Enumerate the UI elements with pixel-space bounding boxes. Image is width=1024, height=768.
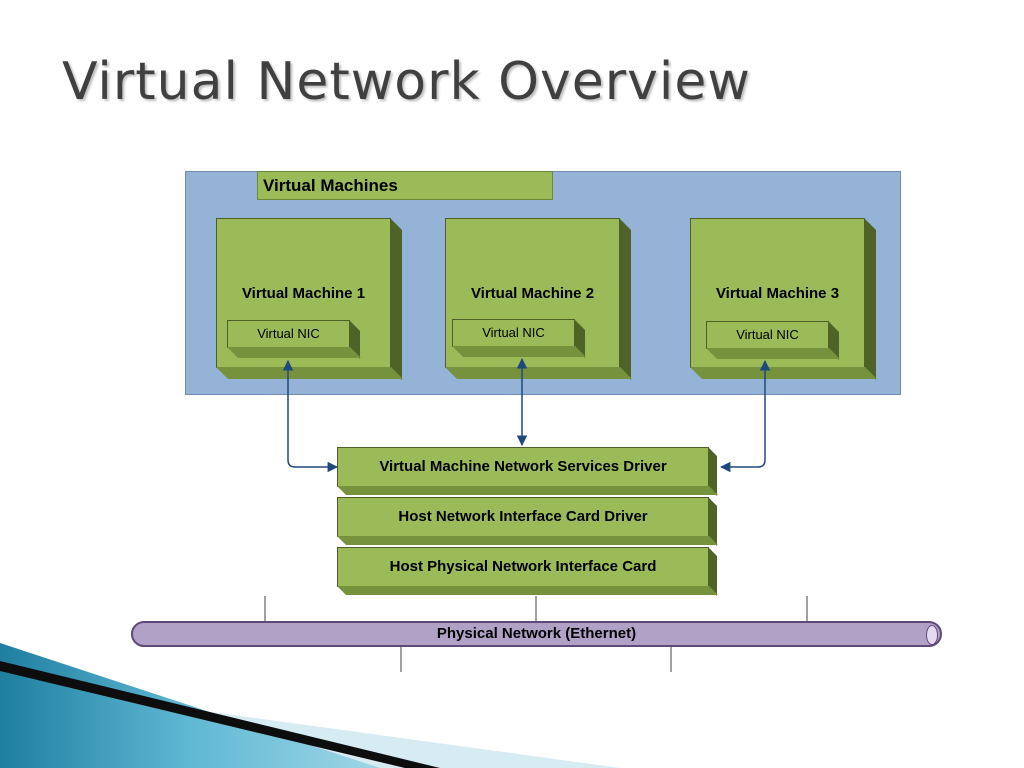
virtual-nic-3: Virtual NIC — [706, 321, 829, 349]
host-physical-nic: Host Physical Network Interface Card — [337, 547, 709, 587]
layer-label: Host Physical Network Interface Card — [389, 558, 657, 575]
virtual-machine-label: Virtual Machine 3 — [715, 285, 840, 302]
dark-swoosh-shape — [0, 661, 440, 768]
physical-network-label: Physical Network (Ethernet) — [436, 625, 637, 642]
virtual-machine-2: Virtual Machine 2 Virtual NIC — [445, 218, 620, 368]
teal-swoosh-shape — [0, 643, 380, 768]
layer-label: Host Network Interface Card Driver — [398, 508, 648, 525]
virtual-nic-label: Virtual NIC — [736, 327, 799, 342]
virtual-machine-3: Virtual Machine 3 Virtual NIC — [690, 218, 865, 368]
physical-network-bus: Physical Network (Ethernet) — [131, 621, 942, 647]
virtual-nic-2: Virtual NIC — [452, 319, 575, 347]
virtual-nic-1: Virtual NIC — [227, 320, 350, 348]
virtual-machine-label: Virtual Machine 2 — [470, 285, 595, 302]
virtual-nic-label: Virtual NIC — [257, 326, 320, 341]
virtual-machine-label: Virtual Machine 1 — [241, 285, 366, 302]
virtual-machines-group-label: Virtual Machines — [257, 171, 553, 200]
slide-title: Virtual Network Overview — [62, 52, 751, 112]
host-nic-driver: Host Network Interface Card Driver — [337, 497, 709, 537]
vm-network-services-driver: Virtual Machine Network Services Driver — [337, 447, 709, 487]
network-bus-end-cap — [926, 625, 938, 645]
virtual-machine-1: Virtual Machine 1 Virtual NIC — [216, 218, 391, 368]
corner-decoration — [0, 643, 620, 768]
layer-label: Virtual Machine Network Services Driver — [379, 458, 667, 475]
virtual-nic-label: Virtual NIC — [482, 325, 545, 340]
vm1-connector-arrow — [282, 359, 339, 473]
vm3-connector-arrow — [719, 359, 771, 473]
